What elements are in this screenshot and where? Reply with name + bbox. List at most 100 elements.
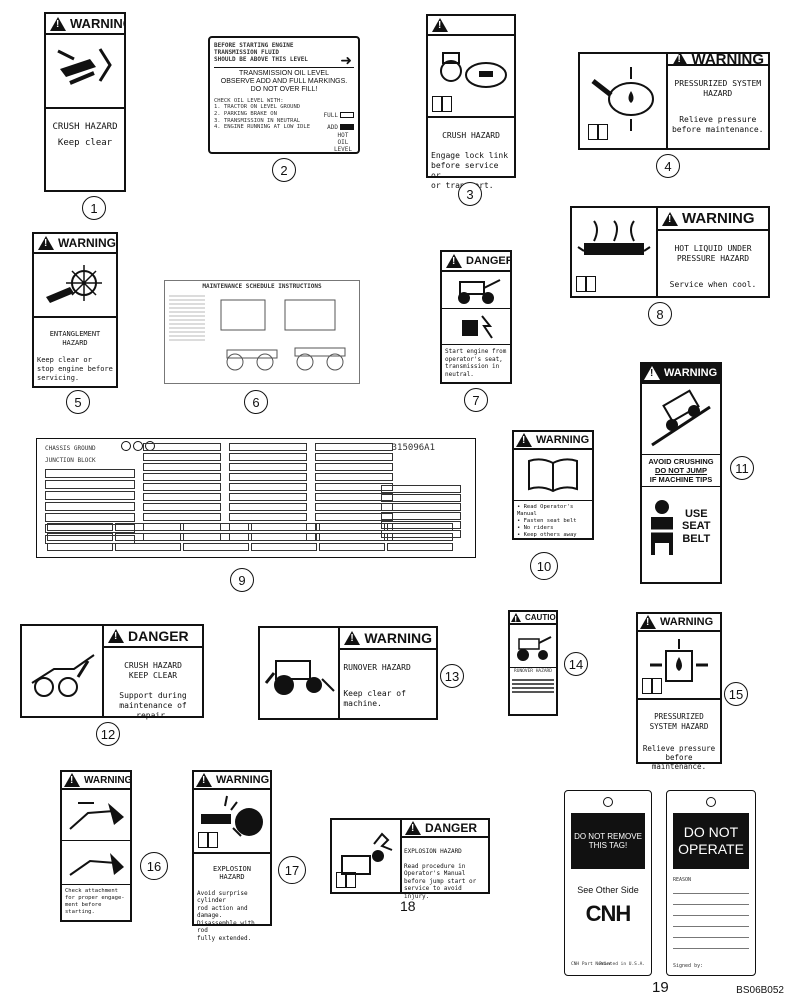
callout-2: 2 xyxy=(272,158,296,182)
pressure-pictogram xyxy=(580,54,668,148)
schedule-diagram xyxy=(169,295,346,371)
warning-triangle-icon xyxy=(344,631,361,645)
callout-12: 12 xyxy=(96,722,120,746)
warning-header: WARNING xyxy=(340,628,436,650)
hazard-title: EXPLOSION HAZARD xyxy=(404,847,462,855)
warning-triangle-icon xyxy=(50,16,66,31)
add-mark: ADD xyxy=(327,124,338,131)
loader-pictogram xyxy=(442,272,510,308)
hazard-title: RUNOVER HAZARD xyxy=(510,667,556,675)
decal-13-runover: WARNING RUNOVER HAZARD Keep clear of mac… xyxy=(258,626,438,720)
callout-9: 9 xyxy=(230,568,254,592)
hazard-title: ENTANGLEMENT HAZARD xyxy=(49,329,101,347)
decal-16-attachment: WARNING Check attachment for proper enga… xyxy=(60,770,132,922)
callout-11: 11 xyxy=(730,456,754,480)
manual-book-icon xyxy=(432,96,452,112)
hazard-title: HOT LIQUID UNDER PRESSURE HAZARD xyxy=(674,244,752,263)
decal-7-start-from-seat: DANGER Start engine from operator's seat… xyxy=(440,250,512,384)
decal-12-crush-keep-clear: DANGER CRUSH HAZARD KEEP CLEAR Support d… xyxy=(20,624,204,720)
manual-book-icon xyxy=(576,276,596,292)
warning-triangle-icon xyxy=(640,615,656,629)
decal-3-lock-link: CRUSH HAZARD Engage lock link before ser… xyxy=(426,14,516,190)
warning-header: WARNING xyxy=(34,234,116,254)
warning-triangle-icon xyxy=(64,773,80,787)
manual-book-icon xyxy=(198,832,218,848)
hazard-instruction: Keep clear xyxy=(57,138,113,149)
decal-9-fuse-chart: CHASSIS GROUND JUNCTION BLOCK 315096A1 xyxy=(36,438,476,558)
pressure-pictogram xyxy=(638,632,720,698)
decal-15-pressurized: WARNING PRESSURIZED SYSTEM HAZARD Reliev… xyxy=(636,612,722,771)
decal-8-hot-liquid: WARNING HOT LIQUID UNDER PRESSURE HAZARD… xyxy=(570,206,770,298)
hazard-instruction: Check attachment for proper engage- ment… xyxy=(62,884,130,919)
danger-triangle-icon xyxy=(108,629,124,643)
caution-triangle-icon xyxy=(511,613,521,623)
hazard-title: PRESSURIZED SYSTEM HAZARD xyxy=(674,79,762,98)
level-mid-text: TRANSMISSION OIL LEVEL OBSERVE ADD AND F… xyxy=(214,66,354,95)
tag-19-front: DO NOT REMOVE THIS TAG! See Other Side C… xyxy=(564,790,652,976)
callout-14: 14 xyxy=(564,652,588,676)
danger-header: DANGER xyxy=(442,252,510,272)
shock-pictogram xyxy=(442,308,510,344)
hazard-instruction: Service when cool. xyxy=(669,280,757,289)
loader-pictogram xyxy=(510,625,556,667)
callout-1: 1 xyxy=(82,196,106,220)
hazard-instruction: Read procedure in Operator's Manual befo… xyxy=(404,862,477,900)
hazard-instruction: Keep clear or stop engine before servici… xyxy=(37,356,113,382)
callout-5: 5 xyxy=(66,390,90,414)
relay-list xyxy=(45,469,135,544)
hot-oil-level: HOT OIL LEVEL xyxy=(333,132,352,154)
radiator-pictogram xyxy=(572,208,658,296)
callout-16: 16 xyxy=(140,852,168,880)
danger-header: DANGER xyxy=(402,820,488,838)
do-not-remove-box: DO NOT REMOVE THIS TAG! xyxy=(571,813,645,869)
warning-triangle-icon xyxy=(196,773,212,787)
hazard-instruction: Relieve pressure before maintenance. xyxy=(642,743,716,772)
danger-triangle-icon xyxy=(405,821,421,835)
arrow-right-icon: ➜ xyxy=(340,52,352,68)
schedule-title: MAINTENANCE SCHEDULE INSTRUCTIONS xyxy=(202,283,322,290)
manual-book-icon xyxy=(642,678,662,694)
warning-triangle-icon xyxy=(662,211,678,226)
power-outlets xyxy=(47,523,453,551)
hazard-title: PRESSURIZED SYSTEM HAZARD xyxy=(649,712,709,731)
do-not-operate-box: DO NOT OPERATE xyxy=(673,813,749,869)
warning-triangle-icon xyxy=(516,433,532,447)
manual-book-icon xyxy=(588,124,608,140)
warning-header: WARNING xyxy=(658,208,768,231)
decal-5-entanglement: WARNING ENTANGLEMENT HAZARD Keep clear o… xyxy=(32,232,118,388)
caution-header: CAUTION xyxy=(510,612,556,625)
hazard-title: EXPLOSION HAZARD xyxy=(213,864,251,882)
hazard-title: CRUSH HAZARD KEEP CLEAR xyxy=(124,661,182,680)
junction-block-label: JUNCTION BLOCK xyxy=(45,457,96,464)
hazard-title: CRUSH HAZARD xyxy=(442,131,500,140)
runover-pictogram xyxy=(260,628,341,718)
check-list: CHECK OIL LEVEL WITH: 1. TRACTOR ON LEVE… xyxy=(214,97,311,131)
attachment-pictogram-2 xyxy=(62,840,130,884)
signed-by-label: Signed by: xyxy=(673,963,704,969)
part-number-label: CNH Part Number xyxy=(571,961,612,967)
hazard-instruction: Support during maintenance of repair. xyxy=(119,691,187,720)
level-top-text: BEFORE STARTING ENGINE TRANSMISSION FLUI… xyxy=(214,42,308,64)
chassis-ground-label: CHASSIS GROUND xyxy=(45,445,96,452)
callout-6: 6 xyxy=(244,390,268,414)
hazard-instruction: Avoid surprise cylinder rod action and d… xyxy=(197,889,255,942)
decal-1-crush-hazard: WARNING CRUSH HAZARD Keep clear xyxy=(44,12,126,192)
if-machine-tips: IF MACHINE TIPS xyxy=(649,475,713,484)
hazard-title: CRUSH HAZARD xyxy=(52,122,118,132)
attachment-pictogram-1 xyxy=(62,790,130,840)
warning-header: WARNING xyxy=(638,614,720,632)
battery-pictogram xyxy=(332,820,402,892)
hazard-instruction: Relieve pressure before maintenance. xyxy=(671,115,764,134)
callout-10: 10 xyxy=(530,552,558,580)
warning-triangle-icon xyxy=(432,18,448,32)
see-other-side: See Other Side xyxy=(577,885,639,895)
decal-18-jump-start: DANGER EXPLOSION HAZARD Read procedure i… xyxy=(330,818,490,900)
warning-header: WARNING xyxy=(514,432,592,450)
full-mark: FULL xyxy=(323,112,338,119)
cnh-logo: CNH xyxy=(585,901,632,926)
callout-3: 3 xyxy=(458,182,482,206)
decal-10-read-manual: WARNING • Read Operator's Manual • Faste… xyxy=(512,430,594,540)
crush-pictogram xyxy=(46,35,124,107)
decal-2-transmission-level: BEFORE STARTING ENGINE TRANSMISSION FLUI… xyxy=(208,36,360,154)
document-code: BS06B052 xyxy=(736,985,784,996)
